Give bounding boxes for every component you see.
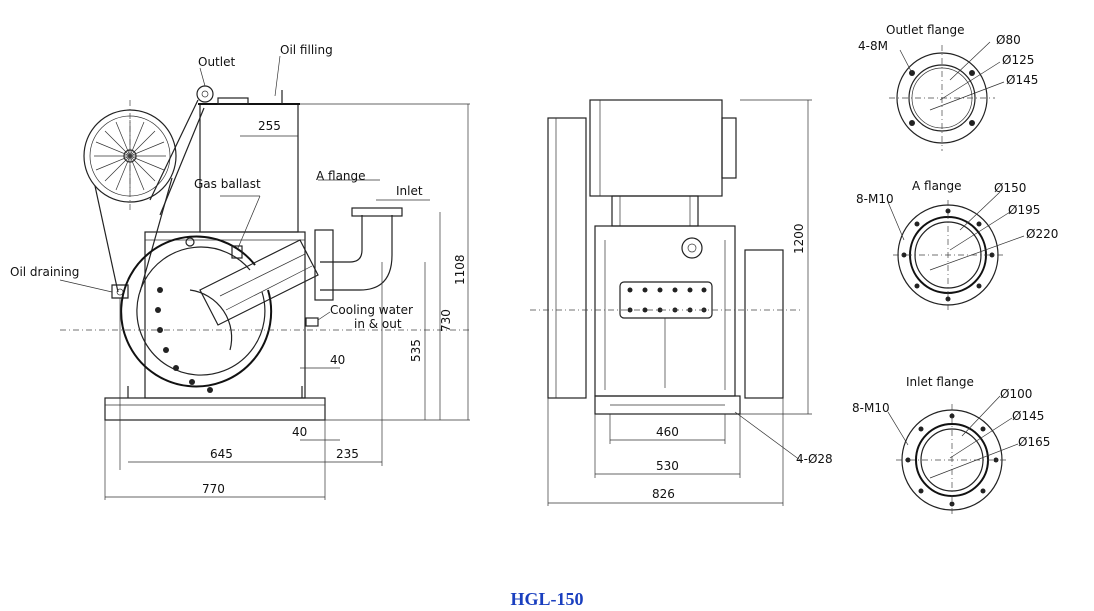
- side-view: [59, 55, 470, 500]
- model-caption: HGL-150: [510, 589, 584, 609]
- dim-535: 535: [409, 339, 423, 362]
- dim-4-holes: 4-Ø28: [796, 452, 833, 466]
- label-cooling-water-2: in & out: [354, 317, 402, 331]
- outlet-flange-d2: Ø125: [1002, 53, 1034, 67]
- outlet-flange: [889, 41, 1005, 151]
- label-oil-filling: Oil filling: [280, 43, 333, 57]
- label-gas-ballast: Gas ballast: [194, 177, 261, 191]
- inlet-flange-d3: Ø165: [1018, 435, 1050, 449]
- a-flange-d2: Ø195: [1008, 203, 1040, 217]
- label-a-flange: A flange: [316, 169, 366, 183]
- dim-1200: 1200: [792, 223, 806, 254]
- dim-235: 235: [336, 447, 359, 461]
- dim-255: 255: [258, 119, 281, 133]
- dim-826: 826: [652, 487, 675, 501]
- dim-40-bottom: 40: [292, 425, 307, 439]
- outlet-flange-title: Outlet flange: [886, 23, 965, 37]
- label-cooling-water: Cooling water: [330, 303, 413, 317]
- a-flange-d3: Ø220: [1026, 227, 1058, 241]
- front-view: [530, 99, 812, 506]
- dim-40-top: 40: [330, 353, 345, 367]
- dim-1108: 1108: [453, 254, 467, 285]
- outlet-flange-d1: Ø80: [996, 33, 1021, 47]
- rotor-housing-icon: [120, 235, 273, 393]
- a-flange-bolts: 8-M10: [856, 192, 894, 206]
- a-flange-title: A flange: [912, 179, 962, 193]
- label-inlet: Inlet: [396, 184, 423, 198]
- outlet-flange-d3: Ø145: [1006, 73, 1038, 87]
- label-oil-draining: Oil draining: [10, 265, 79, 279]
- inlet-flange-bolts: 8-M10: [852, 401, 890, 415]
- inlet-flange-d1: Ø100: [1000, 387, 1032, 401]
- a-flange-d1: Ø150: [994, 181, 1026, 195]
- inlet-flange-d2: Ø145: [1012, 409, 1044, 423]
- dim-530: 530: [656, 459, 679, 473]
- dim-645: 645: [210, 447, 233, 461]
- inlet-flange: [887, 395, 1019, 516]
- dim-730: 730: [439, 309, 453, 332]
- outlet-flange-bolts: 4-8M: [858, 39, 888, 53]
- label-outlet: Outlet: [198, 55, 235, 69]
- dim-770: 770: [202, 482, 225, 496]
- a-flange: [887, 191, 1025, 310]
- dim-460: 460: [656, 425, 679, 439]
- inlet-flange-title: Inlet flange: [906, 375, 974, 389]
